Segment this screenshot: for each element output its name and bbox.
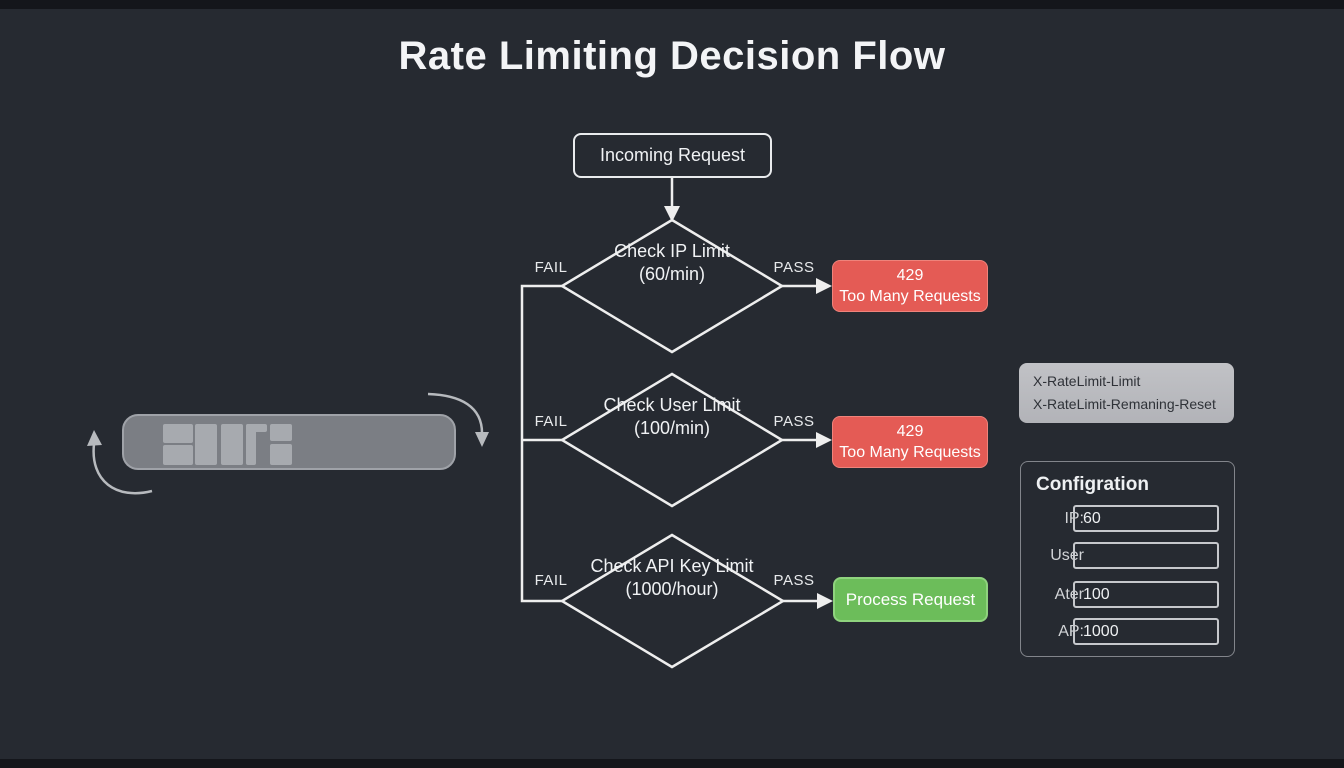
sliding-window-bar	[122, 414, 456, 470]
check-apikey-title: Check API Key Limit	[590, 556, 754, 576]
fail-label-2: FAIL	[534, 413, 568, 430]
configuration-title: Configration	[1036, 474, 1149, 495]
check-ip-limit: (60/min)	[638, 264, 705, 284]
config-row-ip: IP:	[1021, 505, 1236, 532]
incoming-request-node: Incoming Request	[573, 133, 772, 178]
check-apikey-limit: (1000/hour)	[625, 579, 719, 599]
page-title: Rate Limiting Decision Flow	[398, 34, 946, 78]
bottom-border-band	[0, 759, 1344, 768]
status-text-1: Too Many Requests	[839, 288, 981, 305]
window-segment	[246, 424, 256, 465]
window-segment	[270, 424, 292, 441]
check-user-title: Check User Limit	[603, 395, 741, 415]
check-ip-diamond	[559, 218, 785, 354]
window-segment	[221, 424, 243, 465]
ater-limit-input[interactable]	[1073, 581, 1219, 608]
process-request-label: Process Request	[845, 589, 976, 609]
fail-label-1: FAIL	[534, 259, 568, 276]
too-many-requests-node-1: 429 Too Many Requests	[832, 260, 988, 312]
check-user-diamond	[559, 372, 785, 508]
configuration-panel: Configration IP: User Ater AP:	[1020, 461, 1235, 657]
window-segment	[163, 445, 193, 465]
status-code-2: 429	[896, 423, 924, 440]
ip-limit-input[interactable]	[1073, 505, 1219, 532]
status-code-1: 429	[896, 267, 924, 284]
config-row-user: User	[1021, 542, 1236, 569]
check-apikey-label: Check API Key Limit (1000/hour)	[557, 555, 787, 601]
fail-label-3: FAIL	[534, 572, 568, 589]
rotate-up-arrowhead-icon	[87, 430, 102, 446]
rotate-right-arc	[427, 392, 484, 434]
window-segment	[270, 444, 292, 465]
top-border-band	[0, 0, 1344, 9]
check-user-limit: (100/min)	[633, 418, 711, 438]
rotate-down-arrowhead-icon	[475, 432, 489, 447]
too-many-requests-node-2: 429 Too Many Requests	[832, 416, 988, 468]
pass-label-3: PASS	[773, 572, 815, 589]
header-limit-line: X-RateLimit-Limit	[1033, 373, 1141, 389]
rate-limit-headers-chip: X-RateLimit-Limit X-RateLimit-Remaning-R…	[1019, 363, 1234, 423]
fail-rail-line	[520, 284, 562, 603]
status-text-2: Too Many Requests	[839, 444, 981, 461]
pass-label-2: PASS	[773, 413, 815, 430]
down-arrowhead-icon	[664, 206, 680, 222]
api-limit-input[interactable]	[1073, 618, 1219, 645]
rotate-left-arc	[92, 443, 153, 495]
header-remaining-line: X-RateLimit-Remaning-Reset	[1033, 396, 1216, 412]
incoming-request-label: Incoming Request	[599, 145, 746, 165]
user-limit-input[interactable]	[1073, 542, 1219, 569]
pass-arrowhead-3-icon	[817, 593, 833, 609]
check-apikey-diamond	[559, 533, 786, 669]
window-segment	[163, 424, 193, 443]
process-request-node: Process Request	[833, 577, 988, 622]
pass-arrowhead-1-icon	[816, 278, 832, 294]
window-segment	[195, 424, 217, 465]
window-segment	[246, 424, 267, 432]
pass-label-1: PASS	[773, 259, 815, 276]
check-ip-label: Check IP Limit (60/min)	[557, 240, 787, 286]
check-ip-title: Check IP Limit	[614, 241, 730, 261]
config-row-ater: Ater	[1021, 581, 1236, 608]
config-row-ap: AP:	[1021, 618, 1236, 645]
pass-arrowhead-2-icon	[816, 432, 832, 448]
check-user-label: Check User Limit (100/min)	[557, 394, 787, 440]
